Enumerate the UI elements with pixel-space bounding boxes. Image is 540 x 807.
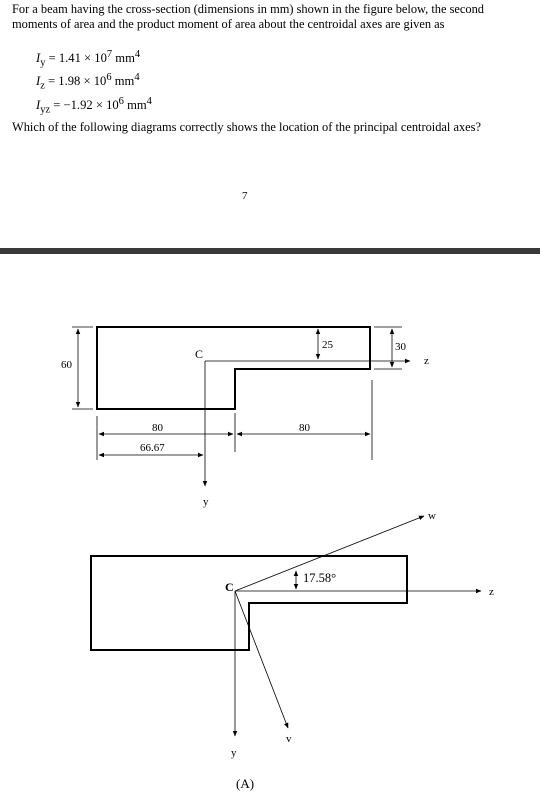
cross-section-outline: [96, 326, 371, 410]
label-dim-centroid: 66.67: [140, 442, 165, 454]
label-dim-bottom-right: 80: [299, 422, 311, 434]
label-centroid: C: [195, 347, 203, 361]
page-divider: [0, 248, 540, 254]
option-a-outline: [90, 555, 408, 651]
label-dim-top: 25: [322, 339, 334, 351]
label-z-axis: z: [424, 355, 429, 367]
question-intro: For a beam having the cross-section (dim…: [12, 2, 485, 31]
option-label-w: w: [428, 510, 436, 522]
option-label-y: y: [231, 747, 237, 759]
label-dim-height: 60: [61, 359, 73, 371]
moment-list: Iy = 1.41 × 107 mm4 Iz = 1.98 × 106 mm4 …: [36, 48, 152, 118]
option-a-figure: [90, 515, 482, 737]
option-label-v: v: [286, 733, 292, 745]
label-y-axis: y: [203, 496, 209, 508]
label-dim-right: 30: [395, 341, 407, 353]
moment-iz: Iz = 1.98 × 106 mm4: [36, 72, 140, 92]
moment-iyz: Iyz = −1.92 × 106 mm4: [36, 95, 152, 116]
option-a-label: (A): [236, 776, 254, 791]
page-number: 7: [242, 190, 248, 202]
option-w-axis: [234, 515, 425, 592]
label-dim-bottom-left: 80: [152, 422, 164, 434]
moment-iy: Iy = 1.41 × 107 mm4: [36, 49, 141, 69]
option-a-labels: C w z v y 17.58° (A): [225, 510, 494, 791]
cross-section-figure: [72, 326, 411, 487]
option-label-z: z: [489, 586, 494, 598]
cross-section-labels: 60 25 30 80 66.67 80 C z y: [61, 339, 429, 508]
option-label-centroid: C: [225, 580, 234, 594]
option-v-axis: [234, 590, 289, 729]
question-text: Which of the following diagrams correctl…: [12, 120, 481, 134]
option-label-angle: 17.58°: [303, 571, 336, 585]
